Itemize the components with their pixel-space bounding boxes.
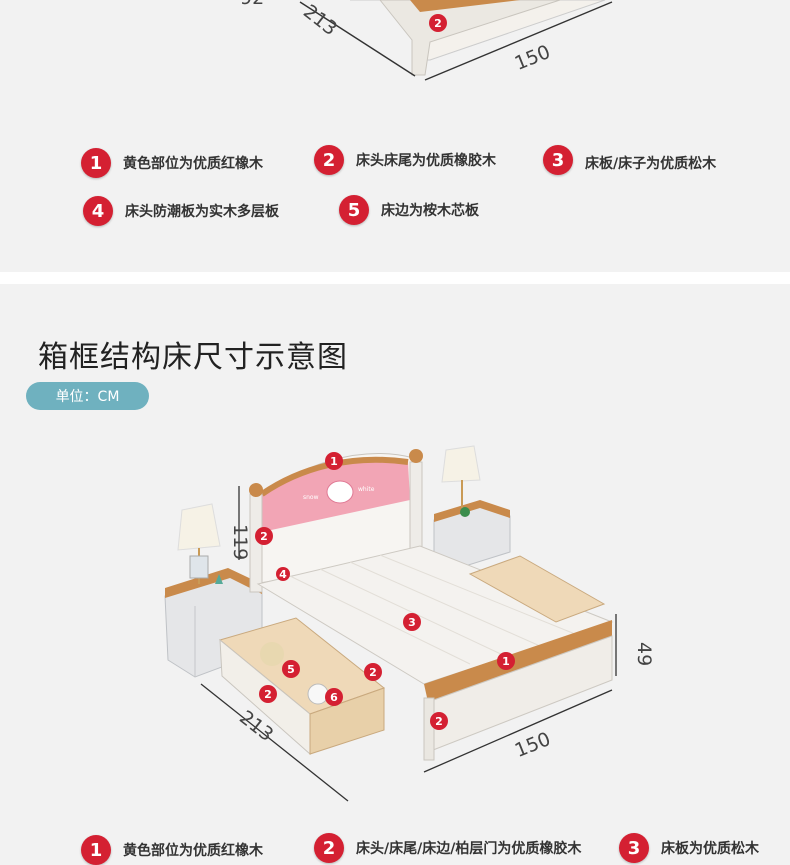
number-badge: 1 [81,148,111,178]
headboard-height-label: 119 [229,524,251,560]
legend-text: 床头床尾为优质橡胶木 [356,153,496,169]
svg-text:2: 2 [435,715,443,728]
svg-text:2: 2 [434,17,442,30]
marker-badge: 2 [430,712,448,730]
svg-text:2: 2 [264,688,272,701]
top-dimension-panel: 2 92 213 150 1 黄色部位为优质红橡木 2 床头床尾为优质橡胶木 3… [0,0,790,272]
legend-item-3: 3 床板为优质松木 [619,833,759,863]
legend-text: 黄色部位为优质红橡木 [123,156,263,172]
side-height-label: 49 [633,642,655,666]
legend-item-5: 5 床边为桉木芯板 [339,195,479,225]
legend-text: 床头防潮板为实木多层板 [125,204,279,220]
width-dimension-line [423,689,613,773]
marker-badge: 3 [403,613,421,631]
svg-text:3: 3 [408,616,416,629]
top-bed-partial-illustration: 2 92 213 150 [240,0,613,81]
length-dimension-line [299,1,416,77]
svg-text:1: 1 [330,455,338,468]
section-title: 箱框结构床尺寸示意图 [38,340,348,375]
number-badge: 3 [543,145,573,175]
marker-badge: 4 [276,567,290,581]
headboard-text-right: white [358,486,375,493]
number-badge: 2 [314,145,344,175]
bed-illustration: snow white [164,445,655,802]
headboard-text-left: snow [303,494,319,501]
number-badge: 5 [339,195,369,225]
marker-badge: 1 [325,452,343,470]
section-divider [0,272,790,284]
length-dimension-label: 213 [299,0,341,40]
marker-badge: 6 [325,688,343,706]
length-dimension-line [200,683,349,802]
svg-text:2: 2 [260,530,268,543]
bed-platform [256,545,614,685]
width-dimension-line [424,1,613,81]
svg-text:2: 2 [369,666,377,679]
legend-item-1: 1 黄色部位为优质红橡木 [81,148,263,178]
legend-text: 床板为优质松木 [661,841,759,857]
width-dimension-label: 150 [512,728,554,762]
marker-badge: 2 [429,14,447,32]
right-lamp [441,445,481,517]
svg-text:1: 1 [502,655,510,668]
left-lamp [177,503,223,584]
svg-text:5: 5 [287,663,295,676]
legend-text: 床边为桉木芯板 [381,203,479,219]
number-badge: 4 [83,196,113,226]
legend-text: 黄色部位为优质红橡木 [123,843,263,859]
marker-badge: 2 [255,527,273,545]
legend-text: 床板/床子为优质松木 [585,156,717,172]
height-dimension-label: 92 [240,0,264,9]
number-badge: 1 [81,835,111,865]
number-badge: 3 [619,833,649,863]
marker-badge: 2 [259,685,277,703]
svg-text:6: 6 [330,691,338,704]
unit-badge: 单位：CM [26,382,149,410]
marker-badge: 5 [282,660,300,678]
box-frame-dimension-panel: 箱框结构床尺寸示意图 单位：CM [0,284,790,865]
right-drawer [468,555,606,623]
legend-item-2: 2 床头/床尾/床边/柏层门为优质橡胶木 [314,833,581,863]
svg-text:4: 4 [279,568,287,581]
width-dimension-label: 150 [512,41,554,75]
legend-text: 床头/床尾/床边/柏层门为优质橡胶木 [356,841,582,857]
side-rail [423,620,613,761]
marker-badge: 1 [497,652,515,670]
marker-badge: 2 [364,663,382,681]
headboard: snow white [249,449,423,593]
number-badge: 2 [314,833,344,863]
legend-item-1: 1 黄色部位为优质红橡木 [81,835,263,865]
legend-item-2: 2 床头床尾为优质橡胶木 [314,145,496,175]
legend-item-3: 3 床板/床子为优质松木 [543,145,716,175]
legend-item-4: 4 床头防潮板为实木多层板 [83,196,279,226]
